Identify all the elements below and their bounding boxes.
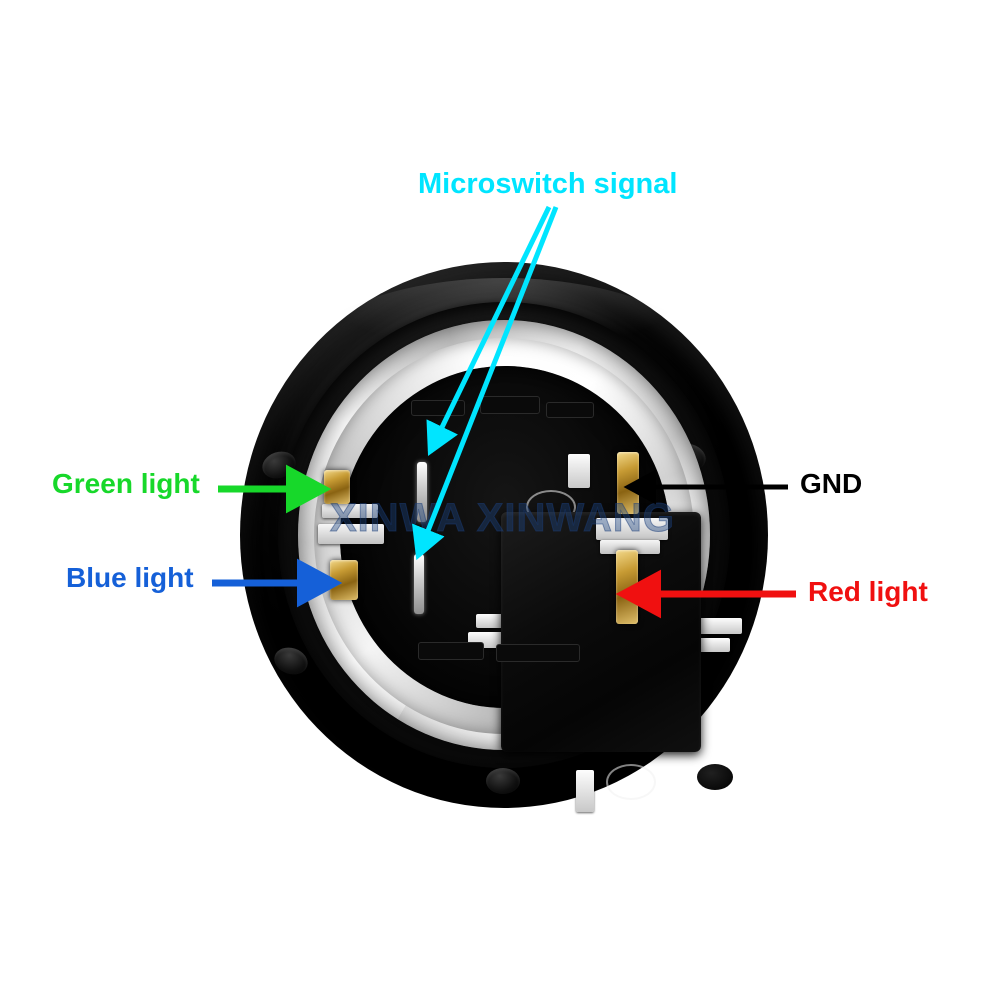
lamp-holder-clip (318, 524, 384, 544)
watermark-text: XINWA XINWANG (330, 496, 675, 541)
housing-ring-detail (606, 764, 656, 800)
microswitch-top-lip (546, 402, 594, 418)
label-microswitch-signal: Microswitch signal (418, 168, 678, 200)
microswitch-bottom-lip (418, 642, 484, 660)
microswitch-surface-detail (697, 764, 733, 790)
label-red-light: Red light (808, 576, 928, 607)
label-green-light: Green light (52, 468, 200, 499)
housing-rib (576, 770, 594, 812)
bezel-snap-bump (486, 768, 520, 794)
microswitch-top-lip (411, 400, 465, 416)
housing-rib (568, 454, 590, 488)
microswitch-bottom-lip (496, 644, 580, 662)
lamp-holder-clip (596, 518, 668, 540)
lamp-holder-clip (322, 504, 378, 518)
red-led-contact (616, 550, 638, 624)
label-gnd: GND (800, 468, 863, 499)
label-blue-light: Blue light (66, 562, 194, 593)
lamp-holder-clip (600, 540, 660, 554)
blue-led-contact (330, 560, 358, 600)
microswitch-top-lip (480, 396, 540, 414)
microswitch-terminal-lower (414, 554, 424, 614)
